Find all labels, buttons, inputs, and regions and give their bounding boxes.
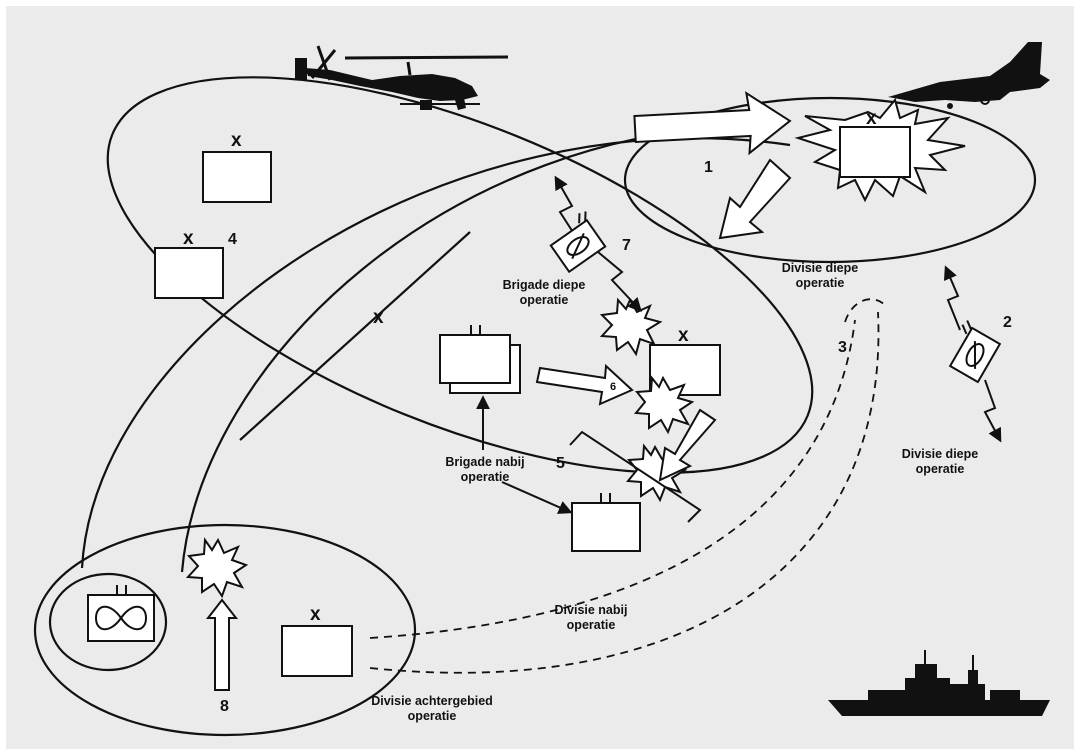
svg-text:operatie: operatie (408, 709, 457, 723)
counter-arrow (718, 158, 792, 240)
support-unit-ellipse (48, 572, 168, 672)
attack-arrow-6 (535, 363, 634, 406)
division-deep-area-ellipse (623, 96, 1037, 264)
svg-text:operatie: operatie (567, 618, 616, 632)
division-close-operation-label: Divisie nabij operatie (555, 603, 628, 632)
svg-text:Divisie diepe: Divisie diepe (782, 261, 858, 275)
attack-helicopter-icon (295, 45, 509, 110)
radar-unit-icon (549, 211, 607, 274)
label-1: 1 (704, 159, 713, 176)
support-arrow-8 (205, 598, 239, 691)
dashed-route-upper (369, 319, 856, 639)
lightning-line (597, 251, 642, 313)
brigade-close-pointer-2 (501, 481, 573, 514)
svg-text:Divisie nabij: Divisie nabij (555, 603, 628, 617)
battalion-box-lower (571, 502, 641, 552)
brigade-unit-box-upper (202, 151, 272, 203)
radar-unit-icon (948, 320, 1002, 384)
svg-text:Divisie diepe: Divisie diepe (902, 447, 978, 461)
division-deep-operation-label: Divisie diepe operatie (782, 261, 858, 290)
dashed-route-lower (369, 311, 880, 674)
label-8: 8 (220, 698, 229, 715)
blast-icon (185, 537, 249, 599)
svg-text:operatie: operatie (461, 470, 510, 484)
label-6: 6 (610, 381, 616, 393)
lightning-line (554, 175, 579, 241)
division-rear-operation-label: Divisie achtergebied operatie (371, 694, 493, 723)
svg-text:operatie: operatie (796, 276, 845, 290)
battalion-box-front (439, 334, 511, 384)
svg-text:operatie: operatie (916, 462, 965, 476)
obstacle-line (569, 430, 702, 523)
label-7: 7 (622, 237, 631, 254)
warship-icon (828, 650, 1050, 716)
blast-icon (599, 297, 663, 357)
attack-arrow-5 (658, 408, 717, 482)
lightning-line (983, 379, 1002, 443)
dashed-route-cap (844, 298, 886, 323)
label-5: 5 (556, 455, 565, 472)
brigade-boundary-line (239, 231, 471, 441)
lightning-line (943, 265, 961, 331)
blast-icon (634, 375, 695, 435)
infinity-icon (94, 605, 148, 631)
attack-arrow-1 (633, 91, 792, 156)
brigade-boundary-marker: x (373, 307, 384, 328)
enemy-brigade-box-overlay (839, 126, 911, 178)
svg-text:Divisie achtergebied: Divisie achtergebied (371, 694, 493, 708)
brigade-unit-marker: x (183, 228, 194, 249)
svg-text:Brigade nabij: Brigade nabij (445, 455, 524, 469)
label-4: 4 (228, 231, 237, 248)
enemy-battalion-marker: x (678, 325, 689, 346)
rear-brigade-box (281, 625, 353, 677)
division-deep-operation-label-lower: Divisie diepe operatie (902, 447, 978, 476)
fighter-jet-icon (888, 42, 1050, 109)
brigade-unit-marker: x (231, 130, 242, 151)
rear-brigade-marker: x (310, 604, 321, 625)
enemy-brigade-marker: x (866, 108, 877, 129)
label-3: 3 (838, 339, 847, 356)
division-close-area-ellipse (106, 76, 814, 474)
brigade-unit-box-lower (154, 247, 224, 299)
brigade-close-operation-label: Brigade nabij operatie (445, 455, 524, 484)
label-2: 2 (1003, 314, 1012, 331)
svg-text:Brigade diepe: Brigade diepe (503, 278, 586, 292)
division-rear-area-ellipse (33, 523, 417, 737)
svg-text:operatie: operatie (520, 293, 569, 307)
brigade-deep-operation-label: Brigade diepe operatie (503, 278, 586, 307)
